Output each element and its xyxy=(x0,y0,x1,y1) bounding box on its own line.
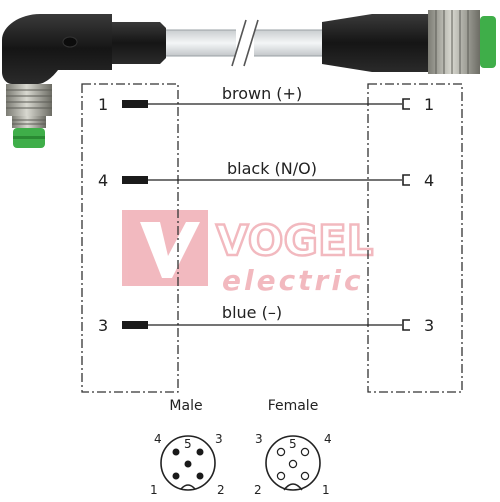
female-socket-hole xyxy=(276,471,286,481)
male-pin-dot xyxy=(196,448,204,456)
wire-label: blue (–) xyxy=(222,303,282,322)
female-socket-hole xyxy=(300,471,310,481)
wire-4: 4 4 black (N/O) xyxy=(98,159,434,190)
male-pin-contact xyxy=(122,321,148,329)
female-pin-label: 5 xyxy=(289,437,297,451)
male-pin-contact xyxy=(122,176,148,184)
female-socket-hole xyxy=(300,447,310,457)
male-pin-contact xyxy=(122,100,148,108)
watermark-logo-check xyxy=(140,222,200,278)
male-face-title: Male xyxy=(169,398,202,414)
female-socket-face: 3 5 4 2 1 xyxy=(254,432,332,497)
left-pin-number: 1 xyxy=(98,95,108,114)
female-face-title: Female xyxy=(268,398,319,414)
wire-1: 1 1 brown (+) xyxy=(98,84,434,114)
female-socket-contact xyxy=(402,174,410,186)
wire-label: brown (+) xyxy=(222,84,302,103)
female-socket-contact xyxy=(402,319,410,331)
male-pin-label: 5 xyxy=(184,437,192,451)
cable-break-mark xyxy=(231,19,259,67)
female-pin-label: 2 xyxy=(254,483,262,497)
male-pin-dot xyxy=(172,472,180,480)
male-pin-label: 1 xyxy=(150,483,158,497)
watermark-logo-box xyxy=(122,210,208,286)
female-pin-label: 3 xyxy=(255,432,263,446)
female-pin-label: 4 xyxy=(324,432,332,446)
male-pin-dot xyxy=(196,472,204,480)
right-connector-box xyxy=(367,83,463,393)
male-pin-label: 2 xyxy=(217,483,225,497)
right-pin-number: 4 xyxy=(424,171,434,190)
left-connector-box xyxy=(81,83,179,393)
left-pin-number: 3 xyxy=(98,316,108,335)
cable-assembly-image xyxy=(2,10,496,148)
wire-3: 3 3 blue (–) xyxy=(98,303,434,335)
male-coding-key xyxy=(180,484,196,490)
female-straight-connector xyxy=(322,10,496,74)
female-coding-key xyxy=(283,483,303,491)
female-socket-hole xyxy=(276,447,286,457)
male-pin-dot xyxy=(172,448,180,456)
right-pin-number: 3 xyxy=(424,316,434,335)
female-socket-contact xyxy=(402,98,410,110)
wire-label: black (N/O) xyxy=(227,159,317,178)
vogel-watermark: VOGEL electric xyxy=(122,210,375,297)
male-pin-dot xyxy=(184,460,192,468)
right-pin-number: 1 xyxy=(424,95,434,114)
male-pin-face: 4 5 3 1 2 xyxy=(150,432,225,497)
male-pin-label: 3 xyxy=(215,432,223,446)
left-pin-number: 4 xyxy=(98,171,108,190)
female-pin-label: 1 xyxy=(322,483,330,497)
watermark-brand-text: VOGEL xyxy=(216,216,373,265)
male-angled-connector xyxy=(2,14,166,148)
male-pin-label: 4 xyxy=(154,432,162,446)
watermark-sub-text: electric xyxy=(222,264,364,297)
female-socket-hole xyxy=(288,459,298,469)
